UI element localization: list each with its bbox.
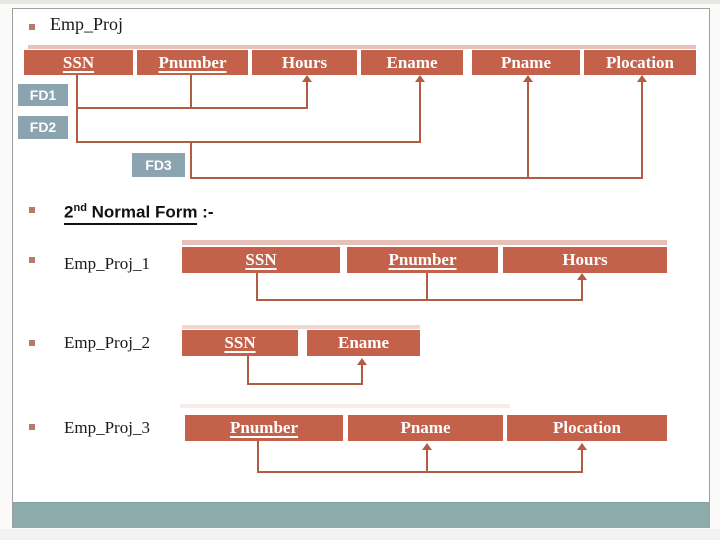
attr-pname: Pname	[472, 50, 580, 75]
emp-proj-3-arrowhead-pname	[422, 443, 432, 450]
emp-proj-2-name: Emp_Proj_2	[64, 333, 150, 352]
emp-proj-3-name: Emp_Proj_3	[64, 418, 150, 437]
fd2-label: FD2	[18, 116, 68, 139]
fd3-line-pname-rise	[527, 81, 529, 177]
emp-proj-2-bullet-icon	[29, 340, 35, 346]
emp-proj-2-arrowhead-ename	[357, 358, 367, 365]
header-highlight-strip	[28, 45, 696, 49]
emp-proj-1-attr-ssn: SSN	[182, 247, 340, 273]
emp-proj-3-line-pname-rise	[426, 449, 428, 472]
emp-proj-2-line-horizontal	[247, 383, 363, 385]
emp-proj-3-arrowhead-plocation	[577, 443, 587, 450]
attr-ename: Ename	[361, 50, 463, 75]
fd1-line-horizontal	[76, 107, 308, 109]
fd3-line-plocation-rise	[641, 81, 643, 177]
emp-proj-3-attr-pnumber: Pnumber	[185, 415, 343, 441]
fd3-line-horizontal	[190, 177, 643, 179]
fd3-label: FD3	[132, 153, 185, 177]
emp-proj-3-line-plocation-rise	[581, 449, 583, 472]
second-normal-form-heading: 2nd Normal Form :-	[64, 199, 214, 225]
emp-proj-3-bullet-icon	[29, 424, 35, 430]
attr-hours: Hours	[252, 50, 357, 75]
emp-proj-2-attr-ename: Ename	[307, 330, 420, 356]
attr-plocation: Plocation	[584, 50, 696, 75]
emp-proj-3-line-pnumber-drop	[257, 441, 259, 473]
emp-proj-2-attr-ssn: SSN	[182, 330, 298, 356]
fd1-line-ssn-drop	[76, 75, 78, 109]
fd1-line-hours-rise	[306, 81, 308, 108]
emp-proj-1-name: Emp_Proj_1	[64, 254, 150, 273]
emp-proj-2-highlight-strip	[182, 325, 420, 329]
fd2-arrowhead-ename	[415, 75, 425, 82]
attr-ssn: SSN	[24, 50, 133, 75]
emp-proj-1-attr-hours: Hours	[503, 247, 667, 273]
emp-proj-1-arrowhead-hours	[577, 273, 587, 280]
page-title: Emp_Proj	[50, 14, 124, 34]
emp-proj-1-line-hours-rise	[581, 279, 583, 300]
fd1-arrowhead-hours	[302, 75, 312, 82]
emp-proj-2-line-ssn-drop	[247, 356, 249, 385]
emp-proj-1-line-pnumber-drop	[426, 273, 428, 300]
emp-proj-3-attr-pname: Pname	[348, 415, 503, 441]
attr-pnumber: Pnumber	[137, 50, 248, 75]
fd2-line-ename-rise	[419, 81, 421, 142]
heading-underlined-text: 2nd Normal Form	[64, 199, 198, 225]
fd3-arrowhead-plocation	[637, 75, 647, 82]
fd3-line-pnumber-drop	[190, 143, 192, 179]
emp-proj-1-highlight-strip	[182, 240, 667, 245]
emp-proj-1-bullet-icon	[29, 257, 35, 263]
outer-top-strip	[0, 0, 720, 4]
outer-bottom-strip	[0, 529, 720, 540]
emp-proj-3-line-horizontal	[257, 471, 583, 473]
fd3-arrowhead-pname	[523, 75, 533, 82]
emp-proj-3-attr-plocation: Plocation	[507, 415, 667, 441]
footer-band	[13, 502, 709, 528]
fd1-label: FD1	[18, 84, 68, 106]
emp-proj-3-highlight-strip	[180, 404, 510, 408]
fd1-line-pnumber-drop	[190, 75, 192, 109]
title-bullet-icon	[29, 24, 35, 30]
emp-proj-1-line-ssn-drop	[256, 273, 258, 300]
emp-proj-1-attr-pnumber: Pnumber	[347, 247, 498, 273]
emp-proj-2-line-ename-rise	[361, 364, 363, 385]
emp-proj-1-line-horizontal	[256, 299, 583, 301]
fd2-line-horizontal	[76, 141, 421, 143]
heading-bullet-icon	[29, 207, 35, 213]
fd2-line-ssn-drop	[76, 109, 78, 143]
